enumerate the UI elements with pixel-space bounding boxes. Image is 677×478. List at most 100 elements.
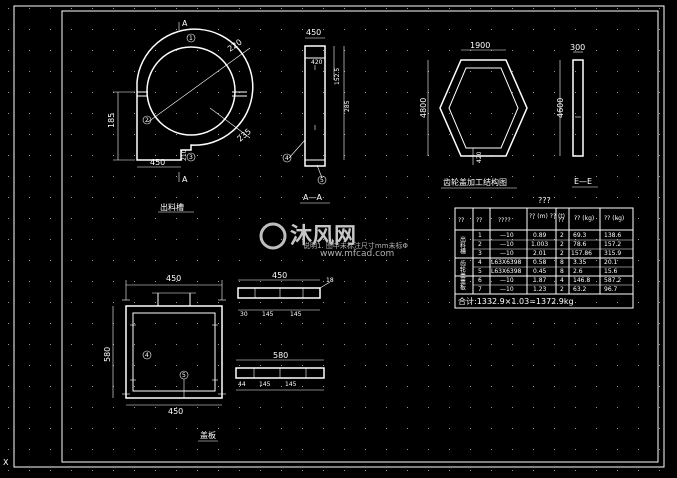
cover-dim-450-bottom: 450 (168, 407, 183, 416)
cell-spec: —10 (500, 286, 514, 293)
section-mark-a-bottom: A (182, 175, 188, 184)
ring-dim-450: 450 (150, 158, 165, 167)
cell-no: 3 (478, 250, 482, 257)
cell-unit: 146.8 (573, 277, 590, 284)
ee-dim-300: 300 (570, 43, 585, 52)
cover-view (112, 280, 226, 406)
watermark: 沐风网 www.mfcad.com 说明1. 图中未标注尺寸mm未标Φ (259, 222, 409, 259)
cover-dim-580: 580 (103, 347, 112, 362)
cover-side2-dim-145b: 145 (285, 381, 297, 388)
cell-no: 5 (478, 268, 482, 275)
cell-len: 1.003 (531, 241, 548, 248)
cell-total: 315.9 (604, 250, 621, 257)
cover-callout-4: 4 (145, 352, 149, 359)
table-row: 1 —10 0.89 2 69.3 138.6 (478, 232, 621, 239)
cell-unit: 63.2 (573, 286, 587, 293)
snap-grid (8, 8, 660, 471)
hexagon-view (427, 49, 528, 165)
cell-no: 1 (478, 232, 482, 239)
cell-qty: 8 (560, 259, 564, 266)
cell-no: 4 (478, 259, 482, 266)
ee-dim-4600: 4600 (556, 98, 565, 118)
aa-dim-152: 152.5 (334, 68, 341, 85)
table-row: 3 —10 2.01 2 157.86 315.9 (478, 250, 621, 257)
cell-unit: 3.35 (573, 259, 587, 266)
table-row: 6 —10 1.87 4 146.8 587.2 (478, 277, 621, 284)
hex-dim-4800: 4800 (419, 98, 428, 118)
cell-total: 96.7 (604, 286, 618, 293)
ring-view (113, 22, 254, 182)
drawing-frame-inner (61, 10, 659, 463)
cell-spec: —10 (500, 232, 514, 239)
cell-qty: 2 (560, 232, 564, 239)
table-header-5: ?? (kg) (574, 215, 594, 222)
cover-title: 盖板 (200, 430, 216, 440)
table-header-2: ???? (498, 217, 511, 224)
cover-callout-5: 5 (182, 372, 186, 379)
cell-total: 157.2 (604, 241, 621, 248)
cell-no: 7 (478, 286, 482, 293)
ring-title: 出料槽 (160, 202, 184, 212)
cell-spec: —10 (500, 250, 514, 257)
table-header-3: ?? (m) ?? (t) (529, 213, 565, 220)
ring-callout-3: 3 (189, 154, 193, 161)
table-group-0: 出料槽 (459, 235, 466, 255)
ring-dim-185: 185 (107, 113, 116, 128)
table-row: 5 L63X6398 0.45 8 2.6 15.6 (478, 268, 618, 275)
cell-no: 2 (478, 241, 482, 248)
aa-view (282, 37, 345, 185)
cell-len: 0.45 (533, 268, 547, 275)
cell-unit: 2.6 (573, 268, 583, 275)
hex-dim-420: 420 (476, 151, 483, 163)
cell-total: 15.6 (604, 268, 618, 275)
cover-side-dim-18: 18 (326, 277, 334, 284)
cell-spec: —10 (500, 241, 514, 248)
hex-dim-1900: 1900 (470, 41, 490, 50)
cover-side2-dim-580: 580 (273, 351, 288, 360)
cover-side-dim-145b: 145 (290, 311, 302, 318)
table-header-6: ?? (kg) (604, 215, 624, 222)
watermark-note: 说明1. 图中未标注尺寸mm未标Φ (303, 241, 409, 250)
table-header-0: ?? (458, 217, 464, 224)
cell-total: 20.1 (604, 259, 618, 266)
aa-dim-450: 450 (306, 28, 321, 37)
cell-len: 0.89 (533, 232, 547, 239)
cell-qty: 4 (560, 277, 564, 284)
table-row: 4 L63X6398 0.58 8 3.35 20.1 (478, 259, 618, 266)
ucs-icon: X (3, 458, 9, 467)
cover-side-view-top (237, 279, 331, 311)
cell-total: 587.2 (604, 277, 621, 284)
ee-view (559, 51, 584, 157)
aa-title: A—A (303, 193, 322, 202)
material-table: ??? (454, 196, 634, 309)
table-row: 7 —10 1.23 2 63.2 96.7 (478, 286, 618, 293)
table-header-1: ?? (476, 217, 482, 224)
table-group-1: 齿轮盖 (459, 259, 466, 278)
cell-qty: 2 (560, 250, 564, 257)
cover-dim-450-top: 450 (166, 274, 181, 283)
table-total: 合计:1332.9×1.03=1372.9kg (458, 296, 574, 306)
cover-side-dim-145a: 145 (262, 311, 274, 318)
cell-qty: 2 (560, 286, 564, 293)
aa-callout-5: 5 (320, 177, 324, 184)
cell-unit: 157.86 (571, 250, 592, 257)
cell-qty: 8 (560, 268, 564, 275)
table-header-4: ?? (558, 217, 564, 224)
cell-total: 138.6 (604, 232, 621, 239)
cover-side2-dim-44: 44 (238, 381, 246, 388)
aa-dim-285: 285 (344, 100, 351, 112)
cell-len: 1.23 (533, 286, 547, 293)
watermark-url: www.mfcad.com (320, 249, 394, 259)
table-group-2: 盖板 (459, 277, 466, 291)
cell-spec: —10 (500, 277, 514, 284)
cell-len: 0.58 (533, 259, 547, 266)
hex-title: 齿轮盖加工结构图 (443, 177, 507, 187)
ee-title: E—E (574, 177, 592, 186)
drawing-frame-outer (13, 5, 665, 468)
aa-dim-420: 420 (311, 59, 323, 66)
cover-side-view-bottom (235, 359, 325, 391)
cell-no: 6 (478, 277, 482, 284)
cover-side2-dim-145a: 145 (259, 381, 271, 388)
cover-side-dim-30: 30 (240, 311, 248, 318)
